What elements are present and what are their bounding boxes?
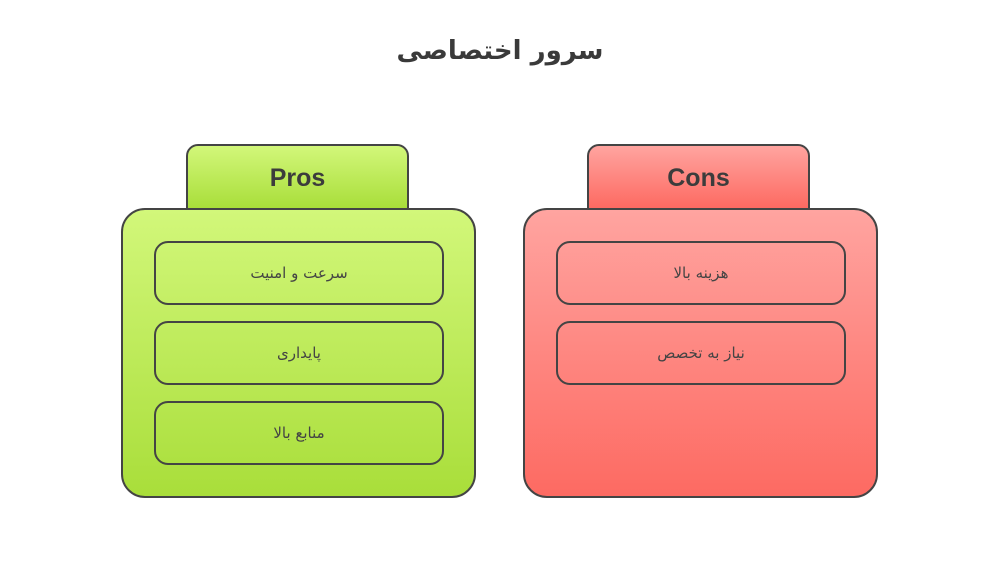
pros-item: پایداری bbox=[154, 321, 444, 385]
pros-tab: Pros bbox=[186, 144, 409, 210]
pros-item: منابع بالا bbox=[154, 401, 444, 465]
cons-panel: هزینه بالا نیاز به تخصص bbox=[523, 208, 878, 498]
cons-item: نیاز به تخصص bbox=[556, 321, 846, 385]
page-title: سرور اختصاصی bbox=[396, 36, 604, 66]
pros-panel: سرعت و امنیت پایداری منابع بالا bbox=[121, 208, 476, 498]
cons-item: هزینه بالا bbox=[556, 241, 846, 305]
cons-tab: Cons bbox=[587, 144, 810, 210]
pros-item: سرعت و امنیت bbox=[154, 241, 444, 305]
